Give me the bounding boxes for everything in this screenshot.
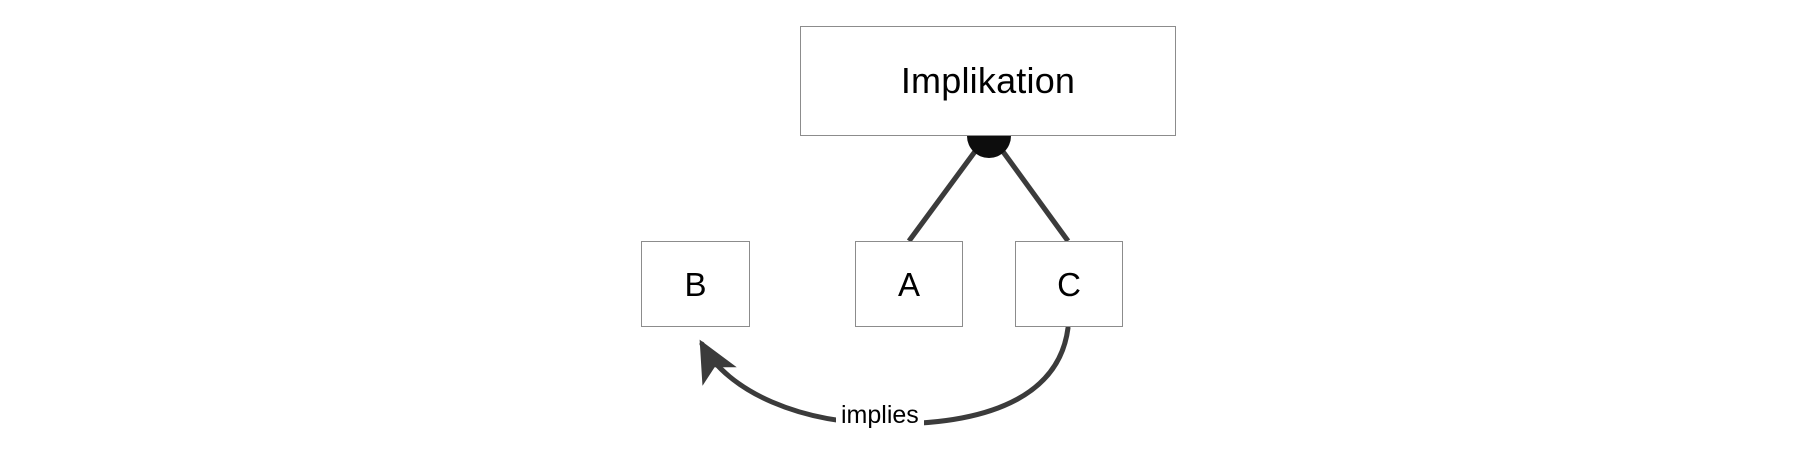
node-implikation-label: Implikation xyxy=(900,60,1076,101)
edge-implikation-to-c xyxy=(993,140,1071,243)
node-implikation[interactable]: Implikation xyxy=(800,26,1176,136)
node-c-label: C xyxy=(1057,265,1081,303)
node-c[interactable]: C xyxy=(1015,241,1123,327)
node-a[interactable]: A xyxy=(855,241,963,327)
node-a-label: A xyxy=(897,265,920,303)
node-b-label: B xyxy=(684,265,707,303)
edge-implikation-to-a xyxy=(906,140,985,243)
node-b[interactable]: B xyxy=(641,241,750,327)
edge-label-implies: implies xyxy=(836,399,924,432)
